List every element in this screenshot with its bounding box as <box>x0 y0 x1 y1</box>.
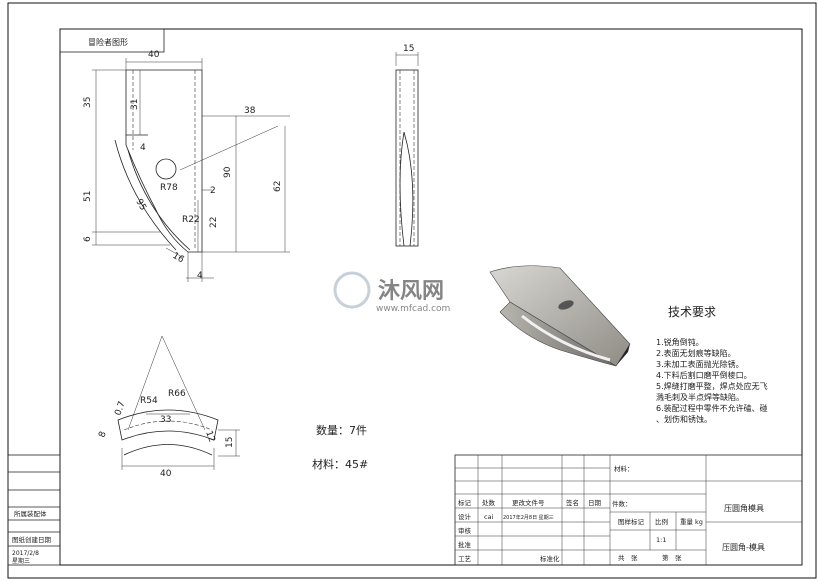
dim-total-height: 90 <box>223 166 233 178</box>
dim-offset: 38 <box>244 106 256 116</box>
dim-notch-depth: 31 <box>130 99 140 110</box>
dim-lower-height: 22 <box>209 217 219 228</box>
dim-tip-width: 4 <box>197 271 203 281</box>
tb-drawing-name: 压圆角-模具 <box>722 542 765 552</box>
dim-height-mid: 51 <box>83 191 93 202</box>
drawing-title: 冒险者图形 <box>88 37 128 47</box>
note-item: 4.下料后割口磨平倒棱口。 <box>656 370 752 380</box>
tb-header-date: 日期 <box>588 499 602 507</box>
left-strip: 所属装配体 图纸创建日期 2017/2/8 星期三 <box>7 454 61 566</box>
tb-row-process: 工艺 <box>458 555 472 563</box>
dim-height-bottom: 6 <box>83 236 93 242</box>
tb-header-mark: 标记 <box>458 498 472 507</box>
tb-row-approve: 批准 <box>458 540 472 549</box>
tb-stage-mark: 图样标记 <box>618 517 645 526</box>
tb-header-count: 处数 <box>482 498 496 507</box>
dim-radius-small: R22 <box>182 215 200 225</box>
creation-date: 2017/2/8 <box>12 550 39 557</box>
dim-inner-radius: R54 <box>140 396 158 406</box>
tb-sheets-total: 共 张 <box>618 553 638 562</box>
note-item: 、划伤和锈蚀。 <box>656 414 712 424</box>
tb-design-date: 2017年2月8日 星期三 <box>503 514 554 521</box>
material-note: 材料：45# <box>312 457 368 471</box>
title-tab <box>59 28 165 53</box>
tb-standard: 标准化 <box>540 554 560 563</box>
notes-title: 技术要求 <box>668 305 716 319</box>
dim-gap: 2 <box>210 186 216 196</box>
note-item: 5.焊缝打磨平整，焊点处应无飞 <box>656 381 768 391</box>
watermark-brand: 沐风网 <box>378 279 444 304</box>
watermark-url: www.mfcad.com <box>376 304 450 314</box>
watermark: 沐风网 www.mfcad.com <box>333 271 450 314</box>
dim-chord: 33 <box>160 415 171 425</box>
tb-scale: 1:1 <box>656 536 666 544</box>
dim-end-thickness: 12 <box>203 430 216 444</box>
quantity-note: 数量：7件 <box>316 424 367 437</box>
tb-weight-unit: kg <box>695 518 703 526</box>
section-view: R54 R66 0.7 33 8 12 15 40 <box>97 335 240 479</box>
isometric-render <box>489 265 631 367</box>
dim-arc-length: 95 <box>133 198 147 213</box>
note-item: 2.表面无划痕等缺陷。 <box>656 348 736 358</box>
watermark-logo-icon <box>333 271 371 309</box>
tb-weight-label: 重量 <box>680 518 694 526</box>
dim-fillet: 0.7 <box>113 400 127 417</box>
dim-right-height: 62 <box>273 181 283 192</box>
tb-designer: cai <box>484 513 494 521</box>
dim-section-thickness: 8 <box>97 430 108 439</box>
tb-part-name: 压圆角模具 <box>724 503 764 513</box>
tb-header-sign: 签名 <box>566 498 579 507</box>
title-block: 材料： 件数： 标记 处数 更改文件号 签名 日期 设计 cai 2017年2月… <box>454 454 803 566</box>
creation-date-label: 图纸创建日期 <box>12 535 52 544</box>
dim-section-width: 40 <box>160 469 172 479</box>
tb-row-design: 设计 <box>458 512 472 521</box>
technical-notes: 技术要求 1.锐角倒钝。 2.表面无划痕等缺陷。 3.未加工表面抛光除锈。 4.… <box>656 305 768 424</box>
inner-frame <box>59 28 803 566</box>
outer-border <box>7 2 817 579</box>
dim-width-top: 40 <box>148 50 160 60</box>
dim-tip-length: 16 <box>171 251 186 266</box>
dim-radius-large: R78 <box>160 183 178 193</box>
tb-scale-label: 比例 <box>655 517 668 526</box>
note-item: 1.锐角倒钝。 <box>656 337 704 347</box>
assembly-label: 所属装配体 <box>14 509 47 518</box>
side-view: 15 <box>395 44 419 247</box>
note-item: 溅毛刺及半点焊等缺陷。 <box>656 392 744 402</box>
note-item: 6.装配过程中零件不允许磕、碰 <box>656 403 768 413</box>
dim-height-top: 35 <box>83 97 93 108</box>
tb-sheet-no: 第 张 <box>662 553 682 562</box>
dim-thickness: 15 <box>403 44 414 54</box>
dim-edge: 4 <box>140 143 146 153</box>
note-item: 3.未加工表面抛光除锈。 <box>656 359 744 369</box>
dim-outer-radius: R66 <box>168 389 186 399</box>
tb-row-review: 审核 <box>458 526 472 535</box>
creation-weekday: 星期三 <box>12 557 30 565</box>
dim-section-height: 15 <box>225 437 235 448</box>
tb-material: 材料： <box>614 464 634 473</box>
front-view: 40 35 31 51 6 38 4 R78 90 62 95 2 22 R22… <box>83 50 290 282</box>
tb-header-docno: 更改文件号 <box>512 498 545 507</box>
tb-part-count: 件数： <box>612 499 632 508</box>
